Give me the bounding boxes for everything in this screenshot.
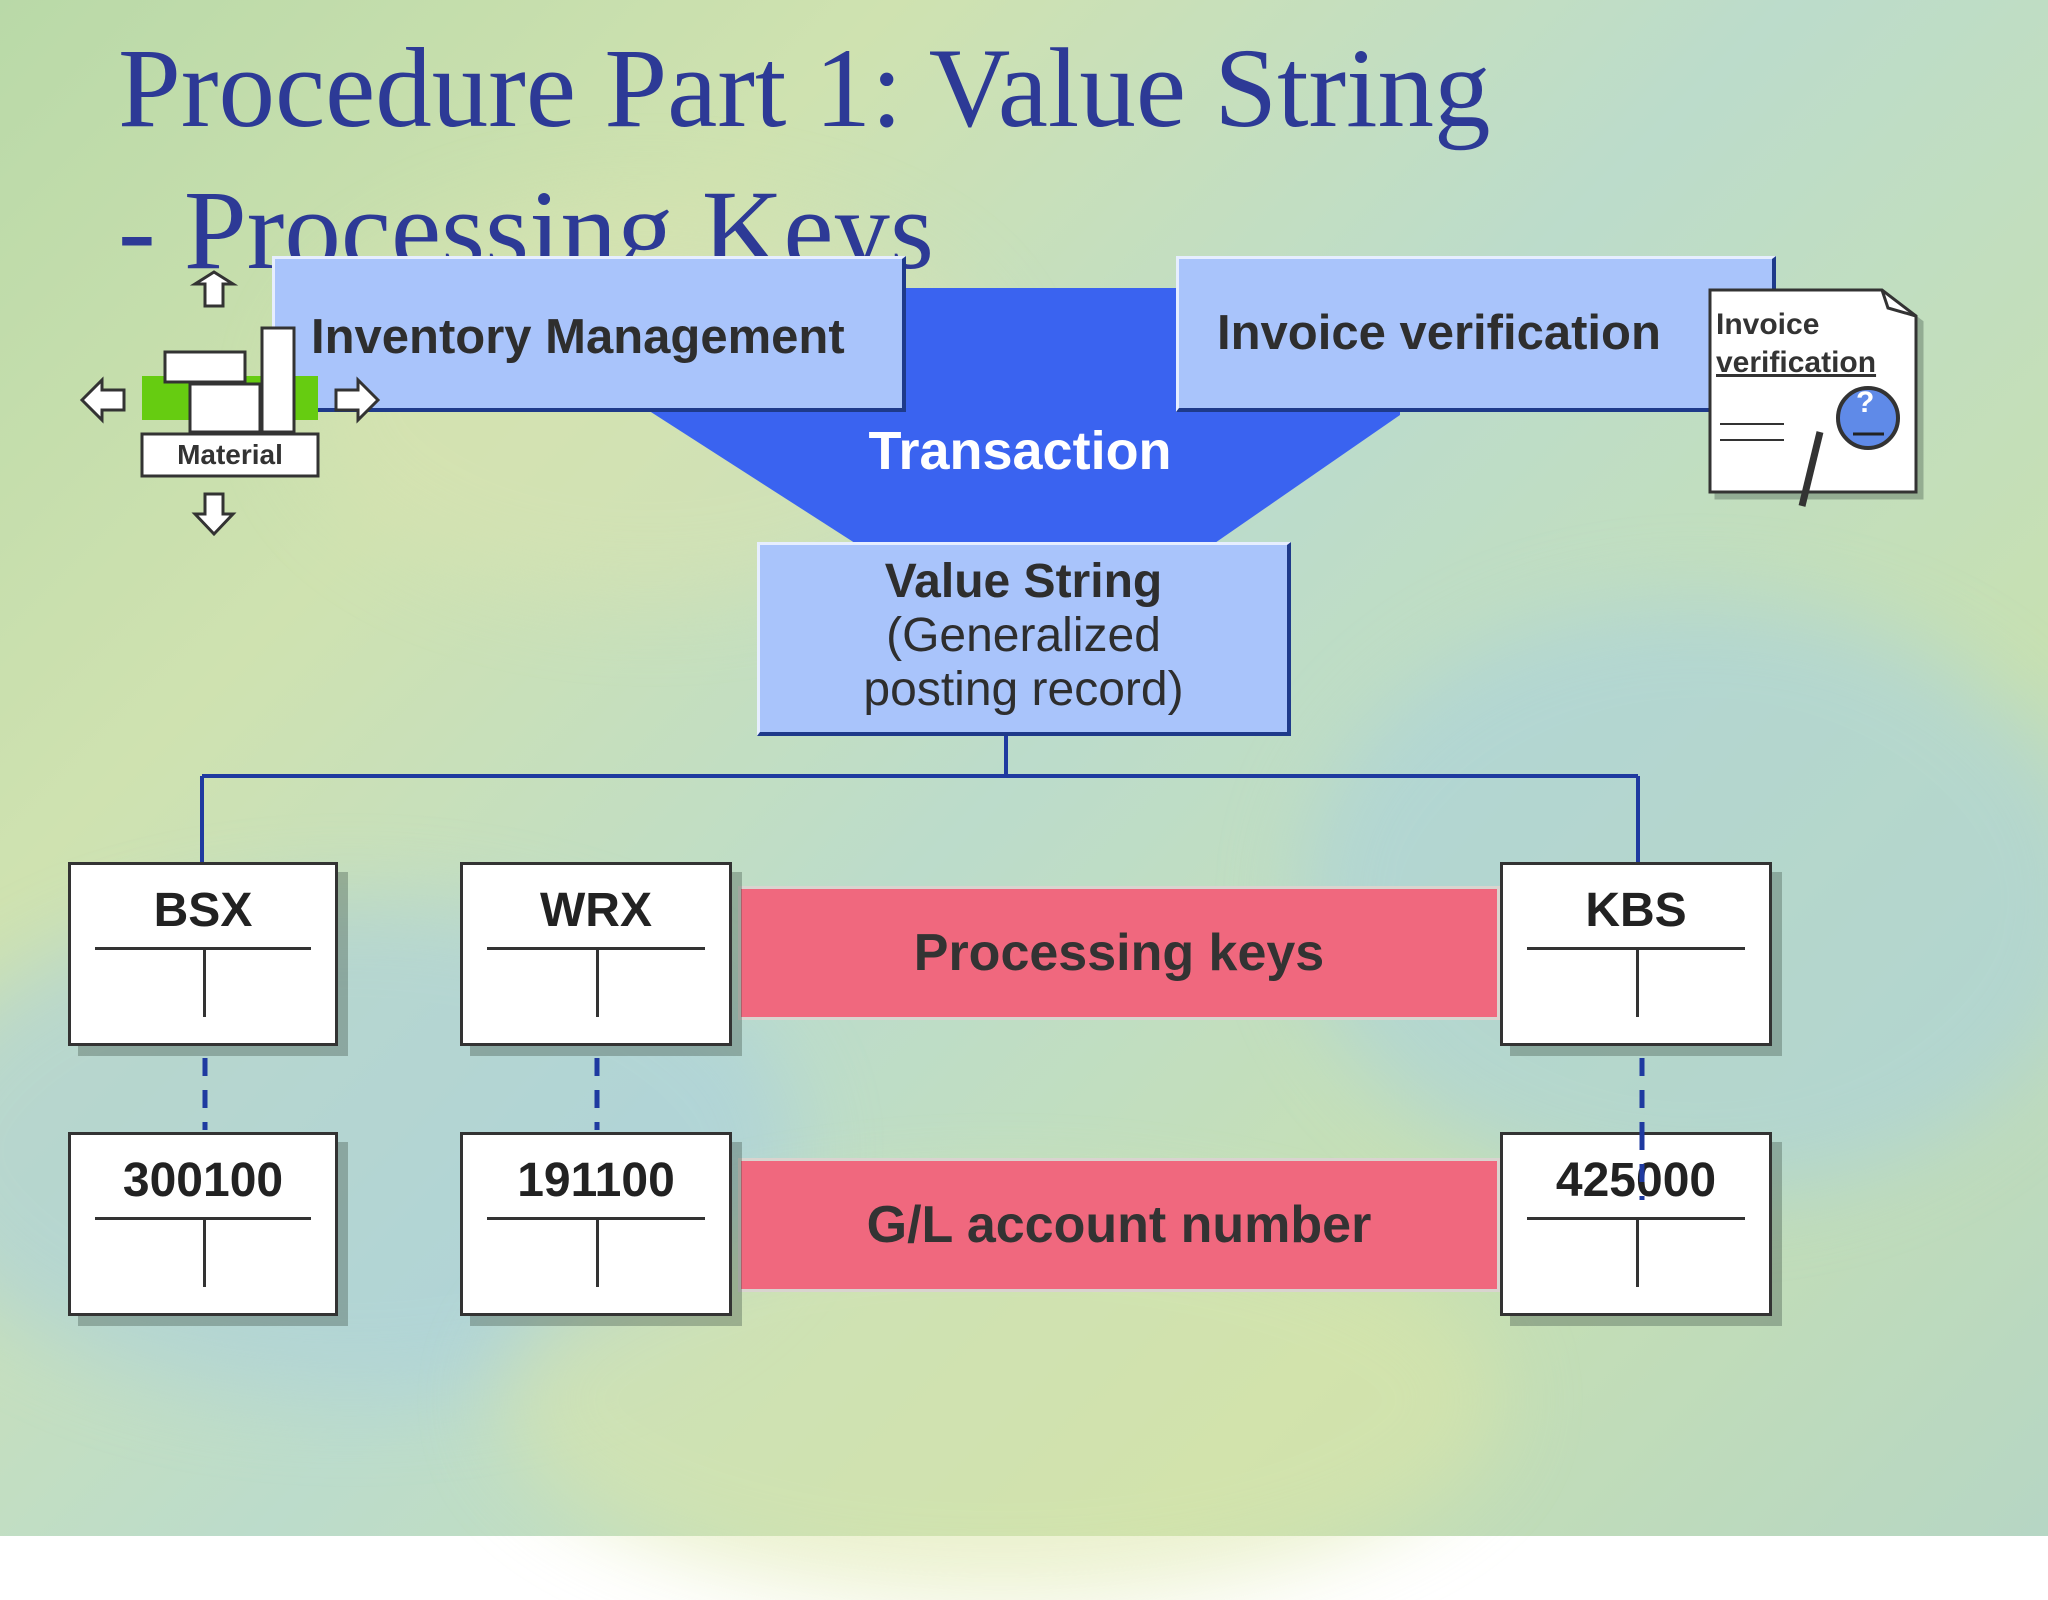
gl-account-number: 191100	[517, 1154, 675, 1207]
processing-key-box-kbs: KBS	[1500, 862, 1772, 1046]
material-label: Material	[177, 439, 283, 470]
invoice-doc-line-1: Invoice	[1716, 308, 1820, 341]
question-mark-icon: ?	[1856, 386, 1875, 419]
invoice-verification-label: Invoice verification	[1217, 306, 1661, 360]
processing-key-code: KBS	[1585, 884, 1687, 937]
value-string-box: Value String (Generalized posting record…	[757, 542, 1291, 736]
invoice-verification-box: Invoice verification	[1176, 256, 1776, 412]
invoice-doc-line-2: verification	[1716, 346, 1877, 379]
inventory-management-label: Inventory Management	[311, 310, 845, 364]
gl-account-label: G/L account number	[866, 1196, 1372, 1254]
value-string-line-3: posting record)	[863, 663, 1184, 716]
value-string-title: Value String	[884, 555, 1163, 608]
gl-account-band: G/L account number	[738, 1158, 1500, 1292]
gl-account-number: 300100	[122, 1154, 284, 1207]
inventory-management-box: Inventory Management	[272, 256, 906, 412]
processing-key-box-wrx: WRX	[460, 862, 732, 1046]
gl-account-box-300100: 300100	[68, 1132, 338, 1316]
invoice-document-icon: Invoice verification ?	[1708, 288, 1918, 508]
value-string-line-2: (Generalized	[886, 609, 1161, 662]
processing-keys-label: Processing keys	[913, 924, 1325, 982]
gl-account-box-425000: 425000	[1500, 1132, 1772, 1316]
kbs-dashed-overlay	[1639, 1132, 1645, 1200]
processing-key-box-bsx: BSX	[68, 862, 338, 1046]
gl-account-number: 425000	[1555, 1154, 1717, 1207]
gl-account-box-191100: 191100	[460, 1132, 732, 1316]
processing-keys-band: Processing keys	[738, 886, 1500, 1020]
slide-title: Procedure Part 1: Value String - Process…	[118, 18, 1818, 302]
title-line-1: Procedure Part 1: Value String	[118, 26, 1491, 151]
transaction-label: Transaction	[868, 421, 1172, 481]
processing-key-code: BSX	[153, 884, 253, 937]
material-icon: Material	[79, 270, 381, 546]
processing-key-code: WRX	[540, 884, 652, 937]
